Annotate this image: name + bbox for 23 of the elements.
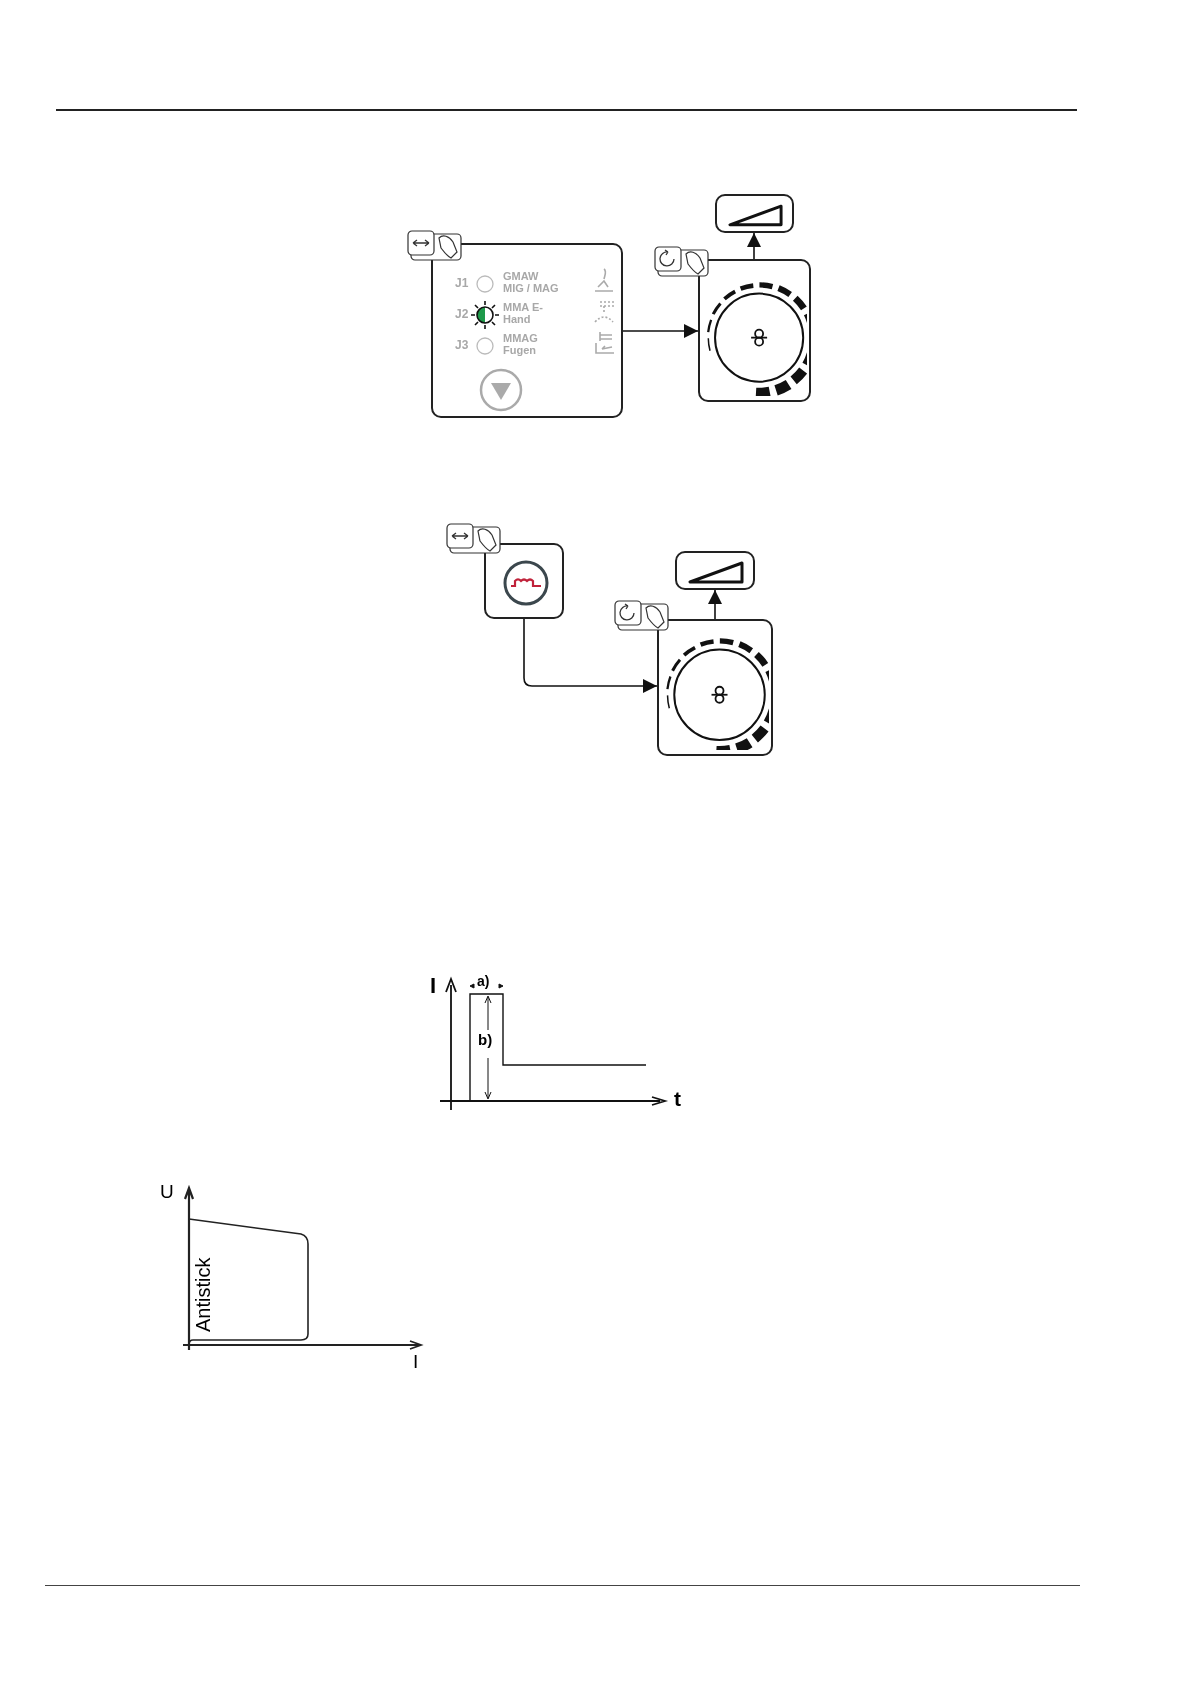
process-label: GMAW MIG / MAG (503, 270, 560, 294)
knob-panel (657, 619, 773, 756)
channel-label: J2 (455, 306, 469, 323)
channel-label: J3 (455, 337, 469, 354)
button-panel (484, 543, 564, 619)
display-box (715, 194, 794, 233)
axis-label: U (160, 1182, 174, 1201)
axis-label: I (430, 975, 437, 997)
process-label: MMA E-Hand (503, 301, 544, 325)
knob-panel (698, 259, 811, 402)
dimension-label: b) (478, 1032, 493, 1047)
axis-label: t (674, 1088, 681, 1109)
display-box (675, 551, 755, 590)
channel-label: J1 (455, 275, 469, 292)
region-label: Antistick (193, 1256, 213, 1332)
axis-label: I (413, 1352, 419, 1371)
dimension-label: a) (477, 974, 490, 988)
control-panel (431, 243, 623, 418)
process-label: MMAG Fugen (503, 332, 539, 356)
arrow (746, 232, 762, 260)
arrow (523, 618, 658, 694)
arrow (707, 589, 723, 620)
arrow (622, 323, 699, 339)
